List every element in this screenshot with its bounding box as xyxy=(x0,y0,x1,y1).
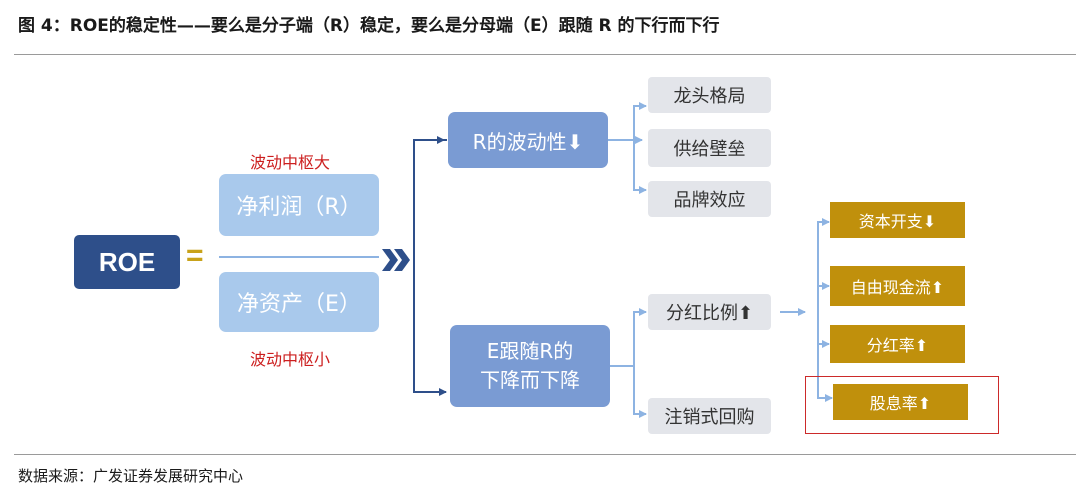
e-factor-dividend: 分红比例⬆ xyxy=(648,294,771,330)
double-chevron-icon xyxy=(382,249,410,271)
main-bracket-line xyxy=(413,139,447,393)
denominator-box: 净资产（E） xyxy=(219,272,379,332)
e-factor-buyback: 注销式回购 xyxy=(648,398,771,434)
top-rule xyxy=(14,54,1076,55)
source-note: 数据来源：广发证券发展研究中心 xyxy=(18,467,244,485)
e-follows-r-box: E跟随R的 下降而下降 xyxy=(450,325,610,407)
fraction-line xyxy=(219,256,379,258)
driver-capex: 资本开支⬇ xyxy=(830,202,965,238)
e-box-line-1: E跟随R的 xyxy=(486,339,574,363)
r-factor-leader: 龙头格局 xyxy=(648,77,771,113)
e-box-line-2: 下降而下降 xyxy=(480,368,580,392)
driver-free-cash-flow: 自由现金流⬆ xyxy=(830,266,965,306)
bottom-rule xyxy=(14,454,1076,455)
equals-sign: = xyxy=(186,239,204,272)
r-factor-bracket xyxy=(633,105,644,191)
dividend-yield-highlight xyxy=(805,376,999,434)
roe-box: ROE xyxy=(74,235,180,289)
r-factor-barrier: 供给壁垒 xyxy=(648,129,771,167)
r-factor-brand: 品牌效应 xyxy=(648,181,771,217)
numerator-box: 净利润（R） xyxy=(219,174,379,236)
driver-bracket xyxy=(817,221,828,399)
figure-title: 图 4：ROE的稳定性——要么是分子端（R）稳定，要么是分母端（E）跟随 R 的… xyxy=(18,16,720,36)
denominator-note: 波动中枢小 xyxy=(250,350,331,369)
r-volatility-box: R的波动性⬇ xyxy=(448,112,608,168)
driver-payout-ratio: 分红率⬆ xyxy=(830,325,965,363)
e-factor-bracket xyxy=(633,311,646,415)
driver-dividend-yield: 股息率⬆ xyxy=(833,384,968,420)
numerator-note: 波动中枢大 xyxy=(250,153,331,172)
